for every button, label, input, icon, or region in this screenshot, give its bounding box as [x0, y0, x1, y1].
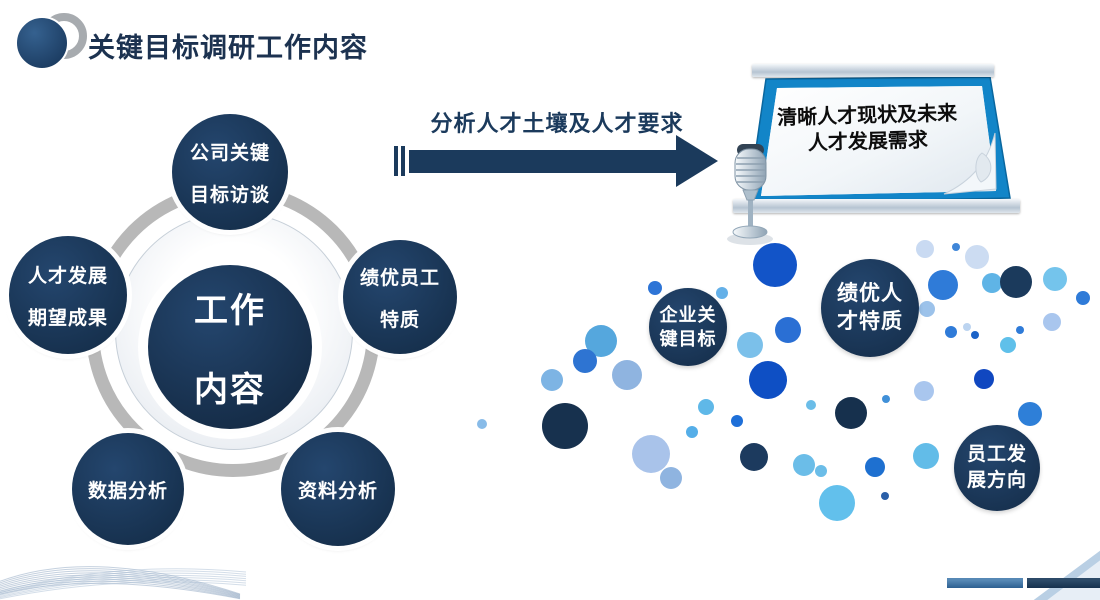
- bubble-label: 键目标: [659, 329, 717, 349]
- hub-center-circle: 工作 内容: [148, 265, 312, 429]
- microphone-icon: [727, 144, 773, 245]
- decor-bubble: [648, 281, 662, 295]
- decor-bubble: [793, 454, 815, 476]
- bubble-label: 才特质: [837, 310, 903, 333]
- decor-bubble: [965, 245, 989, 269]
- decor-bubble: [632, 435, 670, 473]
- decor-bubble: [916, 240, 934, 258]
- satellite-label: 资料分析: [297, 480, 378, 502]
- decor-bubble: [660, 467, 682, 489]
- decor-bubble: [749, 361, 787, 399]
- decor-bubble: [881, 492, 889, 500]
- decor-bubble: [737, 332, 763, 358]
- satellite-company-key-goal-interview: 公司关键目标访谈: [172, 114, 288, 230]
- bubble-label: 企业关: [659, 304, 717, 325]
- arrow-head: [676, 135, 718, 187]
- footer-bar-left: [947, 578, 1023, 588]
- bubble-top-talent-traits: 绩优人才特质: [821, 259, 919, 357]
- decor-bubble: [952, 243, 960, 251]
- decor-bubble: [1000, 337, 1016, 353]
- hub-center-label: 工作: [194, 292, 266, 330]
- decor-bubble: [542, 403, 588, 449]
- satellite-label: 期望成果: [27, 307, 108, 329]
- decor-bubble: [945, 326, 957, 338]
- arrow-tail-tick: [394, 146, 398, 176]
- decor-bubble: [716, 287, 728, 299]
- satellite-label: 公司关键: [189, 142, 270, 164]
- decor-bubble: [1043, 267, 1067, 291]
- whiteboard-caption: 清晰人才现状及未来 人才发展需求: [759, 100, 975, 158]
- decor-bubble: [698, 399, 714, 415]
- bubble-label: 员工发: [966, 444, 1027, 466]
- decor-bubble: [974, 369, 994, 389]
- decor-bubble: [919, 301, 935, 317]
- arrow-caption: 分析人才土壤及人才要求: [430, 111, 684, 136]
- satellite-top-performer-traits: 绩优员工特质: [343, 240, 457, 354]
- arrow-tail-tick: [401, 146, 405, 176]
- footer-bar-right: [1027, 578, 1100, 588]
- decor-bubble: [612, 360, 642, 390]
- decor-bubble: [1000, 266, 1032, 298]
- satellite-material-analysis: 资料分析: [281, 432, 395, 546]
- decor-bubble: [971, 331, 979, 339]
- decor-bubble: [963, 323, 971, 331]
- wave-lines-decoration: [0, 566, 247, 600]
- decor-bubble: [477, 419, 487, 429]
- decor-bubble: [1016, 326, 1024, 334]
- decor-bubble: [865, 457, 885, 477]
- bubble-label: 展方向: [966, 470, 1027, 491]
- satellite-label: 人才发展: [27, 265, 108, 287]
- whiteboard-icon: [747, 77, 1011, 205]
- logo-circle-icon: [15, 16, 69, 70]
- whiteboard-top-rail: [752, 64, 994, 77]
- decor-bubble: [835, 397, 867, 429]
- decor-bubble: [882, 395, 890, 403]
- satellite-label: 数据分析: [87, 480, 168, 502]
- whiteboard-bottom-rail: [733, 199, 1020, 213]
- satellite-label: 目标访谈: [189, 184, 270, 206]
- decor-bubble: [775, 317, 801, 343]
- decor-bubble: [1076, 291, 1090, 305]
- decor-bubble: [806, 400, 816, 410]
- decor-bubble: [740, 443, 768, 471]
- decor-bubble: [686, 426, 698, 438]
- decor-bubble: [982, 273, 1002, 293]
- hub-center-label: 内容: [194, 371, 266, 409]
- decor-bubble: [815, 465, 827, 477]
- decor-bubble: [928, 270, 958, 300]
- decor-bubble: [1043, 313, 1061, 331]
- decor-bubble: [1018, 402, 1042, 426]
- satellite-label: 绩优员工: [359, 267, 440, 289]
- bubble-enterprise-key-goals: 企业关键目标: [649, 288, 727, 366]
- satellite-label: 特质: [379, 309, 420, 331]
- decor-bubble: [753, 243, 797, 287]
- decor-bubble: [913, 443, 939, 469]
- bubble-employee-growth-direction: 员工发展方向: [954, 425, 1040, 511]
- satellite-data-analysis: 数据分析: [72, 433, 184, 545]
- page-title: 关键目标调研工作内容: [88, 33, 368, 63]
- decor-bubble: [819, 485, 855, 521]
- decor-bubble: [573, 349, 597, 373]
- arrow-shaft: [409, 150, 676, 173]
- bubble-label: 绩优人: [837, 281, 903, 305]
- decor-bubble: [914, 381, 934, 401]
- decor-bubble: [541, 369, 563, 391]
- decor-bubble: [731, 415, 743, 427]
- satellite-talent-development-expectations: 人才发展期望成果: [9, 236, 127, 354]
